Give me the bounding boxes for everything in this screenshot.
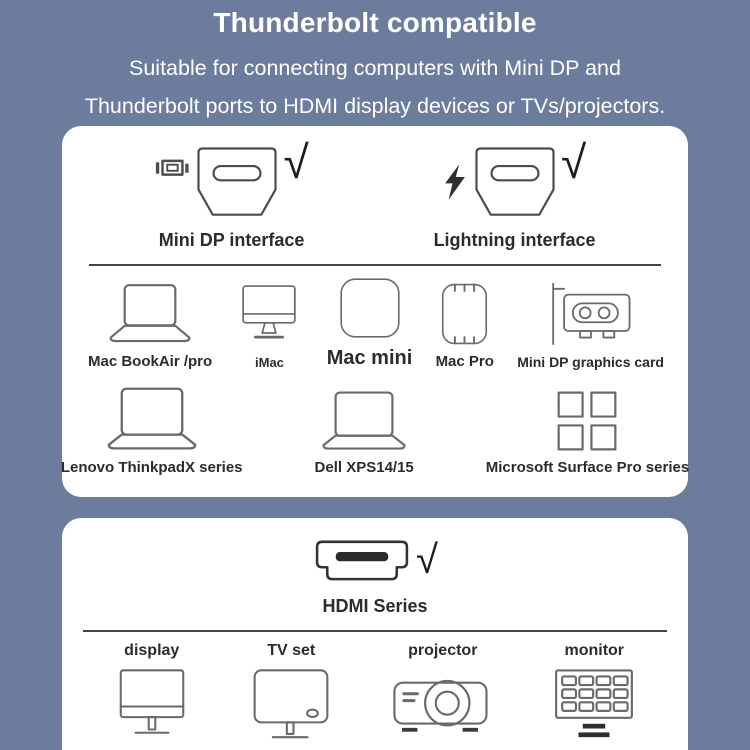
device-label: TV set [267,642,316,659]
device-label: Mini DP graphics card [517,354,664,370]
check-mark: √ [560,136,587,188]
mac-pro-icon [442,283,488,345]
device-dell: Dell XPS14/15 [315,386,414,476]
device-label: Dell XPS14/15 [314,459,414,476]
page-title: Thunderbolt compatible [213,7,537,38]
divider-line [83,630,667,632]
device-tv-set: TV set [247,642,335,743]
header: Thunderbolt compatible Suitable for conn… [0,0,750,119]
lightning-bolt-icon [445,164,465,200]
device-surface: Microsoft Surface Pro series [486,386,689,476]
device-label: Mac mini [326,347,413,369]
device-mac-mini: Mac mini [326,274,413,370]
hdmi-series-label: HDMI Series [322,596,428,616]
device-macbook: Mac BookAir /pro [88,280,212,370]
device-label: Mac BookAir /pro [88,353,213,370]
lightning-interface-group: √ Lightning interface [433,139,596,251]
projector-icon [393,679,488,732]
hdmi-connector-icon [315,540,409,581]
output-devices-row: display TV set [62,632,688,743]
mini-dp-plug-icon [156,159,190,176]
subtitle-line-2: Thunderbolt ports to HDMI display device… [84,94,666,118]
mini-dp-interface-group: √ Mini DP interface [154,139,309,251]
computers-row-2: Lenovo ThinkpadX series Dell XPS14/15 [61,386,689,476]
device-label: monitor [564,642,625,659]
device-graphics-card: Mini DP graphics card [517,281,664,370]
divider-line [89,264,661,266]
interfaces-row: √ Mini DP interface √ Lightning interfac… [62,126,688,251]
device-label: Microsoft Surface Pro series [485,459,690,476]
source-compatibility-card: √ Mini DP interface √ Lightning interfac… [61,126,689,497]
tv-set-icon [253,669,329,739]
macbook-laptop-icon [109,284,191,343]
device-label: iMac [255,355,284,370]
device-projector: projector [391,642,495,741]
laptop-icon [322,391,406,450]
device-label: Lenovo ThinkpadX series [60,459,243,476]
mac-mini-icon [339,278,400,338]
imac-monitor-icon [242,285,297,339]
subtitle-line-1: Suitable for connecting computers with M… [129,56,621,80]
device-lenovo: Lenovo ThinkpadX series [61,386,243,476]
device-mac-pro: Mac Pro [436,280,494,370]
computers-row-1: Mac BookAir /pro iMac [62,266,688,370]
graphics-card-icon [551,283,631,345]
check-mark: √ [416,538,438,582]
mini-dp-connector-icon [197,147,278,216]
microsoft-logo-icon [558,391,617,451]
laptop-icon [107,387,196,450]
device-label: display [124,642,180,659]
device-display: display [112,642,192,741]
display-monitor-icon [119,669,185,734]
lightning-interface-label: Lightning interface [433,230,596,250]
check-mark: √ [283,136,309,188]
monitor-wall-icon [555,669,634,738]
device-label: projector [408,642,478,659]
mini-dp-interface-label: Mini DP interface [158,230,305,250]
hdmi-interface-group: √ HDMI Series [62,518,688,617]
device-monitor: monitor [550,642,638,741]
lightning-connector-icon [475,147,555,216]
device-imac: iMac [235,282,303,370]
device-label: Mac Pro [435,353,494,370]
output-compatibility-card: √ HDMI Series display TV set [62,518,688,750]
